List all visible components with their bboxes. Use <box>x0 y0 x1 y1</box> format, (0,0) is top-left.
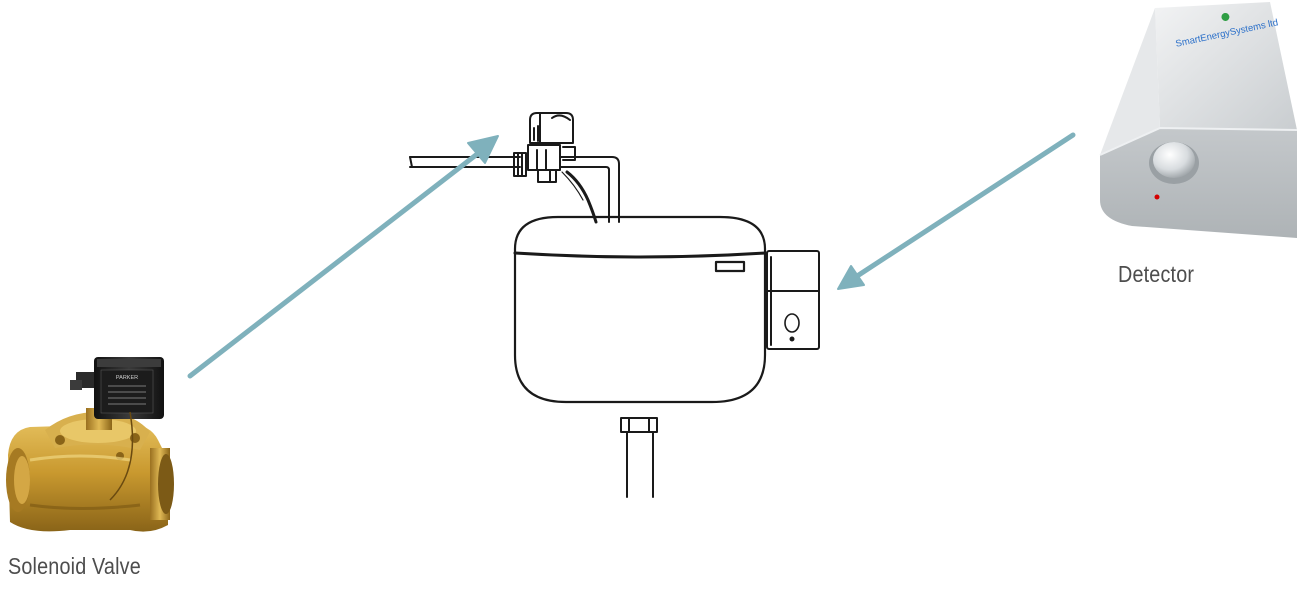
tank-sensor-box <box>766 250 820 350</box>
solenoid-valve-label: Solenoid Valve <box>8 553 141 579</box>
solenoid-valve-photo: PARKER <box>6 357 174 532</box>
coil-brand-text: PARKER <box>116 375 138 381</box>
outlet-pipe <box>620 417 658 498</box>
supply-pipe <box>559 156 620 223</box>
pipe-solenoid-valve-drawing <box>513 112 576 183</box>
detector-label: Detector <box>1118 261 1195 287</box>
cistern-line-drawing <box>409 112 820 498</box>
arrow-right-icon <box>187 135 499 379</box>
inlet-pipe <box>409 156 521 168</box>
cistern-tank <box>513 215 767 404</box>
detector-device-photo: SmartEnergySystems ltd <box>1099 2 1298 238</box>
arrow-left-icon <box>837 132 1076 290</box>
arrows <box>187 132 1076 379</box>
